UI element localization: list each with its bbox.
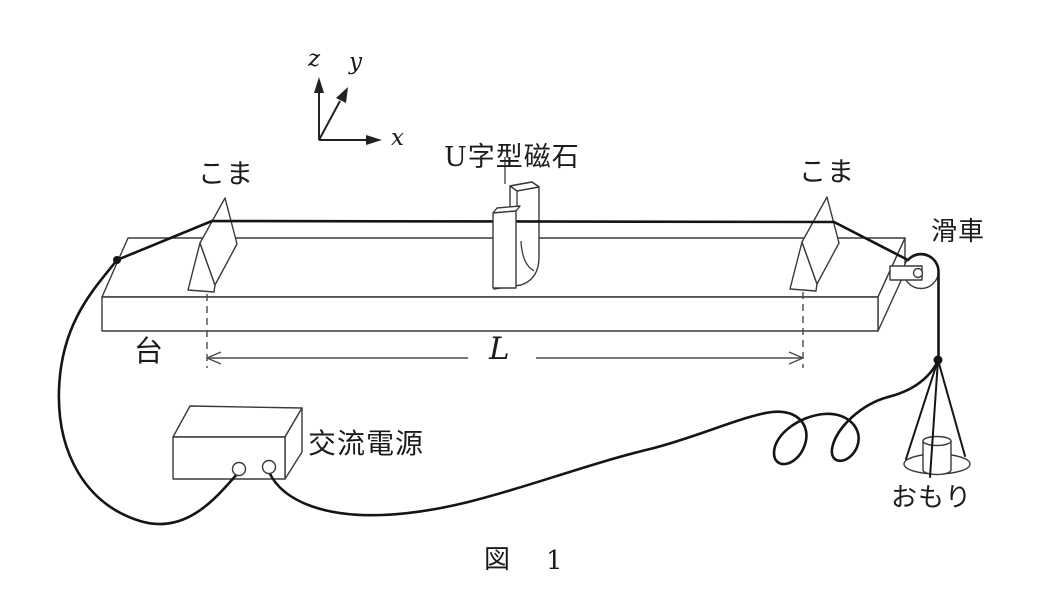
power-supply-front-face: [172, 436, 286, 480]
ac-power-supply: [172, 405, 303, 480]
label-axis-y: y: [349, 49, 362, 75]
power-terminals: [231, 459, 277, 477]
bridge-right-blade-face: [801, 196, 840, 285]
length-dimension: [206, 292, 804, 368]
label-bridge-left: こま: [198, 159, 254, 190]
power-supply-top-face: [172, 405, 303, 438]
magnet-front-pole: [492, 205, 521, 289]
weight-hanger: [903, 355, 971, 478]
hanger-string-right: [937, 359, 966, 457]
label-axis-x: x: [391, 125, 404, 151]
label-axis-z: z: [308, 46, 321, 72]
z-axis-arrowhead-icon: [314, 77, 324, 93]
label-length: L: [489, 331, 510, 367]
lead-wire-left: [57, 258, 240, 526]
magnet-back-pole-top-face: [509, 181, 540, 192]
pulley: [889, 252, 940, 290]
lead-wire-right: [267, 361, 939, 517]
right-arrowhead-icon: [788, 351, 804, 365]
bridge-right: [789, 196, 840, 292]
hanger-string-middle: [929, 359, 939, 478]
label-pulley: 滑車: [931, 217, 986, 247]
caption-number: 1: [546, 546, 564, 576]
magnet-inner-curve: [520, 240, 535, 272]
hanger-string-left: [905, 359, 939, 460]
weight-cylinder-top: [922, 435, 952, 447]
magnet-front-pole-front-face: [492, 210, 517, 289]
caption-figure: 図: [484, 545, 512, 575]
terminal-right: [261, 459, 277, 475]
label-weight: おもり: [891, 483, 973, 513]
y-axis-arrowhead-icon: [336, 87, 348, 103]
x-axis-arrowhead-icon: [366, 135, 382, 145]
pulley-axle: [912, 267, 924, 279]
coordinate-axes: [314, 77, 382, 145]
label-stand: 台: [134, 334, 165, 368]
knot-dot: [933, 355, 943, 365]
y-axis-line: [318, 100, 341, 141]
terminal-left: [231, 461, 247, 477]
label-power-supply: 交流電源: [308, 427, 425, 460]
label-bridge-right: こま: [799, 157, 855, 188]
wire-path: [115, 219, 940, 360]
table-front-face: [101, 296, 879, 332]
label-magnet: U字型磁石: [444, 142, 580, 173]
